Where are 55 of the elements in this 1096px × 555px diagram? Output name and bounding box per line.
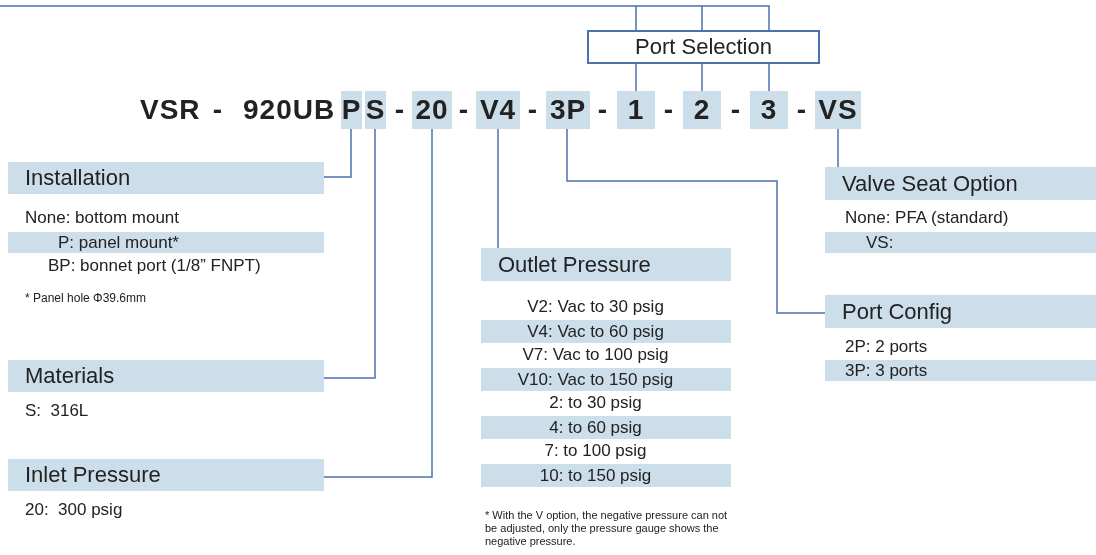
option-text: 2P: 2 ports <box>845 337 928 357</box>
section-heading: Installation <box>8 162 324 194</box>
leader-line <box>837 128 839 168</box>
option-row: P: panel mount* <box>8 232 324 253</box>
separator-dash: - <box>596 93 610 127</box>
option-text: 7: to 100 psig <box>543 441 648 461</box>
code-segment: 20 <box>412 91 452 129</box>
section-heading: Valve Seat Option <box>825 167 1096 200</box>
option-row: VS: <box>825 232 1096 253</box>
model-code: VSR <box>140 93 202 127</box>
code-segment: VS <box>815 91 861 129</box>
footnote: * With the V option, the negative pressure can not be adjusted, only the pressure gauge shows the negative pressure. <box>485 509 729 548</box>
separator-dash: - <box>662 93 676 127</box>
option-text: BP: bonnet port (1/8” FNPT) <box>48 256 261 276</box>
code-segment: 3 <box>750 91 788 129</box>
section-heading: Outlet Pressure <box>481 248 731 281</box>
group-box: Port Selection <box>587 30 820 64</box>
section-heading: Inlet Pressure <box>8 459 324 491</box>
option-text: 2: to 30 psig <box>548 393 643 413</box>
code-segment: 1 <box>617 91 655 129</box>
separator-dash: - <box>457 93 471 127</box>
code-segment: V4 <box>476 91 520 129</box>
leader-line <box>701 63 703 92</box>
option-row: 4: to 60 psig <box>481 416 731 439</box>
code-segment: 3P <box>546 91 590 129</box>
separator-dash: - <box>729 93 743 127</box>
option-row: 10: to 150 psig <box>481 464 731 487</box>
code-segment: P <box>341 91 362 129</box>
section-heading: Port Config <box>825 295 1096 328</box>
option-text: S: 316L <box>25 401 89 421</box>
leader-line <box>323 128 433 478</box>
option-row: V10: Vac to 150 psig <box>481 368 731 391</box>
option-text: V2: Vac to 30 psig <box>526 297 665 317</box>
option-row: 3P: 3 ports <box>825 360 1096 381</box>
footnote: * Panel hole Φ39.6mm <box>25 291 146 305</box>
leader-line <box>323 128 352 178</box>
option-text: None: bottom mount <box>25 208 180 228</box>
leader-line <box>635 63 637 92</box>
leader-line <box>768 63 770 92</box>
option-text: 20: 300 psig <box>25 500 123 520</box>
leader-line <box>566 128 826 314</box>
option-row: V4: Vac to 60 psig <box>481 320 731 343</box>
model-code: 920UB <box>243 93 337 127</box>
leader-line <box>0 5 770 31</box>
separator-dash: - <box>795 93 809 127</box>
code-segment: 2 <box>683 91 721 129</box>
option-text: V7: Vac to 100 psig <box>521 345 670 365</box>
leader-line <box>497 128 499 249</box>
separator-dash: - <box>211 93 225 127</box>
code-segment: S <box>365 91 386 129</box>
separator-dash: - <box>393 93 407 127</box>
leader-line <box>323 128 376 379</box>
separator-dash: - <box>526 93 540 127</box>
option-text: None: PFA (standard) <box>845 208 1009 228</box>
section-heading: Materials <box>8 360 324 392</box>
